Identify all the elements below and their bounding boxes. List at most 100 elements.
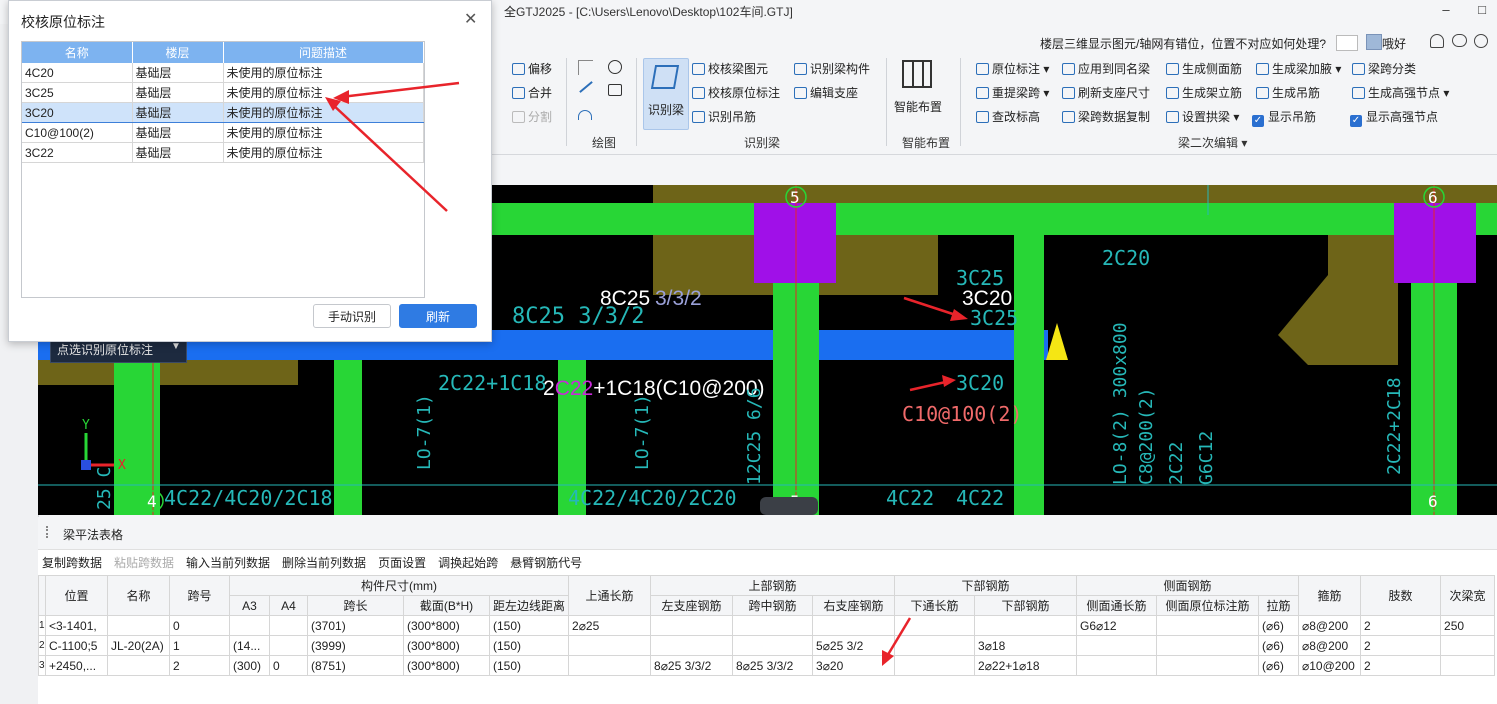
- edit-support-button[interactable]: 编辑支座: [794, 84, 858, 101]
- cell-cemian_yuanwei[interactable]: [1156, 615, 1260, 636]
- cell-gujin[interactable]: ⌀8@200: [1298, 615, 1362, 636]
- identify-component-button[interactable]: 识别梁构件: [794, 60, 870, 77]
- point-icon[interactable]: [578, 60, 593, 75]
- cell-gujin[interactable]: ⌀8@200: [1298, 635, 1362, 656]
- set-arch-beam-button[interactable]: 设置拱梁 ▾: [1166, 108, 1239, 125]
- cell-xiabu[interactable]: 3⌀18: [974, 635, 1078, 656]
- refresh-button[interactable]: 刷新: [399, 304, 477, 328]
- maximize-button[interactable]: □: [1478, 2, 1486, 17]
- tool-copy-span[interactable]: 复制跨数据: [42, 556, 103, 570]
- cell-lajin[interactable]: (⌀6): [1258, 635, 1300, 656]
- drag-handle-icon[interactable]: [46, 526, 54, 538]
- col-issue-floor[interactable]: 楼层: [132, 42, 224, 63]
- cell-kuazhong[interactable]: 8⌀25 3/3/2: [732, 655, 814, 676]
- annot-2c22-white[interactable]: 2C22+1C18(C10@200): [543, 377, 765, 400]
- close-icon[interactable]: ✕: [464, 11, 478, 28]
- merge-button[interactable]: 合并: [512, 84, 552, 101]
- cell-kuachang[interactable]: (8751): [307, 655, 404, 676]
- help-icon[interactable]: [1474, 34, 1488, 48]
- check-annotation-button[interactable]: 校核原位标注: [692, 84, 780, 101]
- cell-a4[interactable]: [269, 635, 308, 656]
- cell-a3[interactable]: (300): [229, 655, 270, 676]
- gen-hs-node-button[interactable]: 生成高强节点 ▾: [1352, 84, 1449, 101]
- issue-row[interactable]: C10@100(2)基础层未使用的原位标注: [22, 122, 424, 143]
- cell-a3[interactable]: [229, 615, 270, 636]
- cell-jiemian[interactable]: (300*800): [403, 655, 490, 676]
- cell-ciliangkuan[interactable]: [1440, 655, 1496, 676]
- cell-shangtong[interactable]: [568, 635, 652, 656]
- minimize-button[interactable]: –: [1442, 2, 1450, 17]
- gen-erection-bar-button[interactable]: 生成架立筋: [1166, 84, 1242, 101]
- tool-cantilever-code[interactable]: 悬臂钢筋代号: [510, 556, 583, 570]
- avatar[interactable]: [1366, 34, 1382, 50]
- cell-span[interactable]: 0: [169, 615, 230, 636]
- cell-jiemian[interactable]: (300*800): [403, 635, 490, 656]
- identify-beam-button[interactable]: 识别梁: [643, 58, 689, 130]
- span-classify-button[interactable]: 梁跨分类: [1352, 60, 1416, 77]
- cell-zuo[interactable]: [650, 615, 734, 636]
- cell-ciliangkuan[interactable]: 250: [1440, 615, 1496, 636]
- tool-page-setup[interactable]: 页面设置: [378, 556, 427, 570]
- smart-layout-button[interactable]: 智能布置: [894, 100, 943, 114]
- show-hs-node-checkbox[interactable]: ✓显示高强节点: [1350, 108, 1438, 127]
- cell-name[interactable]: [107, 615, 170, 636]
- chat-icon[interactable]: [1452, 34, 1467, 47]
- cell-lajin[interactable]: (⌀6): [1258, 655, 1300, 676]
- identify-hanger-button[interactable]: 识别吊筋: [692, 108, 756, 125]
- cell-jiemian[interactable]: (300*800): [403, 615, 490, 636]
- cell-span[interactable]: 1: [169, 635, 230, 656]
- col-issue-desc[interactable]: 问题描述: [223, 42, 424, 63]
- cell-name[interactable]: [107, 655, 170, 676]
- copy-span-data-button[interactable]: 梁跨数据复制: [1062, 108, 1150, 125]
- cell-idx[interactable]: 3: [38, 655, 46, 676]
- split-button[interactable]: 分割: [512, 108, 552, 125]
- in-situ-annotation-button[interactable]: 原位标注 ▾: [976, 60, 1049, 77]
- cell-juli[interactable]: (150): [488, 655, 570, 676]
- gen-haunch-button[interactable]: 生成梁加腋 ▾: [1256, 60, 1341, 77]
- annot-3c20-white[interactable]: 3C20: [962, 287, 1012, 310]
- cell-a4[interactable]: [269, 615, 308, 636]
- annot-332-white[interactable]: 3/3/2: [655, 287, 702, 310]
- cell-a3[interactable]: (14...: [229, 635, 270, 656]
- line-icon[interactable]: [579, 81, 593, 93]
- help-question-link[interactable]: 楼层三维显示图元/轴网有错位，位置不对应如何处理?: [1040, 37, 1327, 51]
- cell-xiabu[interactable]: [974, 615, 1078, 636]
- gen-side-bar-button[interactable]: 生成侧面筋: [1166, 60, 1242, 77]
- cell-cemian_yuanwei[interactable]: [1156, 655, 1260, 676]
- tool-input-column[interactable]: 输入当前列数据: [186, 556, 271, 570]
- cell-xiabu[interactable]: 2⌀22+1⌀18: [974, 655, 1078, 676]
- cell-a4[interactable]: 0: [269, 655, 308, 676]
- cell-lajin[interactable]: (⌀6): [1258, 615, 1300, 636]
- cell-zuo[interactable]: [650, 635, 734, 656]
- cell-you[interactable]: 3⌀20: [812, 655, 896, 676]
- cell-idx[interactable]: 1: [38, 615, 46, 636]
- cell-cemian_tong[interactable]: [1076, 635, 1158, 656]
- cell-zhishu[interactable]: 2: [1360, 635, 1442, 656]
- cell-juli[interactable]: (150): [488, 615, 570, 636]
- tool-swap-start[interactable]: 调换起始跨: [438, 556, 499, 570]
- user-greeting[interactable]: 哦好: [1382, 37, 1407, 51]
- refresh-support-button[interactable]: 刷新支座尺寸: [1062, 84, 1150, 101]
- cell-kuazhong[interactable]: [732, 615, 814, 636]
- cell-gujin[interactable]: ⌀10@200: [1298, 655, 1362, 676]
- search-icon[interactable]: [1336, 35, 1358, 51]
- cell-zuo[interactable]: 8⌀25 3/3/2: [650, 655, 734, 676]
- cell-kuachang[interactable]: (3999): [307, 635, 404, 656]
- arc-icon[interactable]: [578, 110, 592, 120]
- cell-pos[interactable]: +2450,...: [45, 655, 108, 676]
- cell-kuazhong[interactable]: [732, 635, 814, 656]
- cell-pos[interactable]: <3-1401,: [45, 615, 108, 636]
- table-row[interactable]: 3+2450,... 2 (300)0(8751)(300*800)(150) 8⌀2…: [38, 655, 1496, 676]
- manual-identify-button[interactable]: 手动识别: [313, 304, 391, 328]
- cell-ciliangkuan[interactable]: [1440, 635, 1496, 656]
- cell-shangtong[interactable]: 2⌀25: [568, 615, 652, 636]
- check-beam-button[interactable]: 校核梁图元: [692, 60, 768, 77]
- rect-icon[interactable]: [608, 84, 622, 96]
- cell-zhishu[interactable]: 2: [1360, 655, 1442, 676]
- tool-delete-column[interactable]: 删除当前列数据: [282, 556, 367, 570]
- cell-cemian_yuanwei[interactable]: [1156, 635, 1260, 656]
